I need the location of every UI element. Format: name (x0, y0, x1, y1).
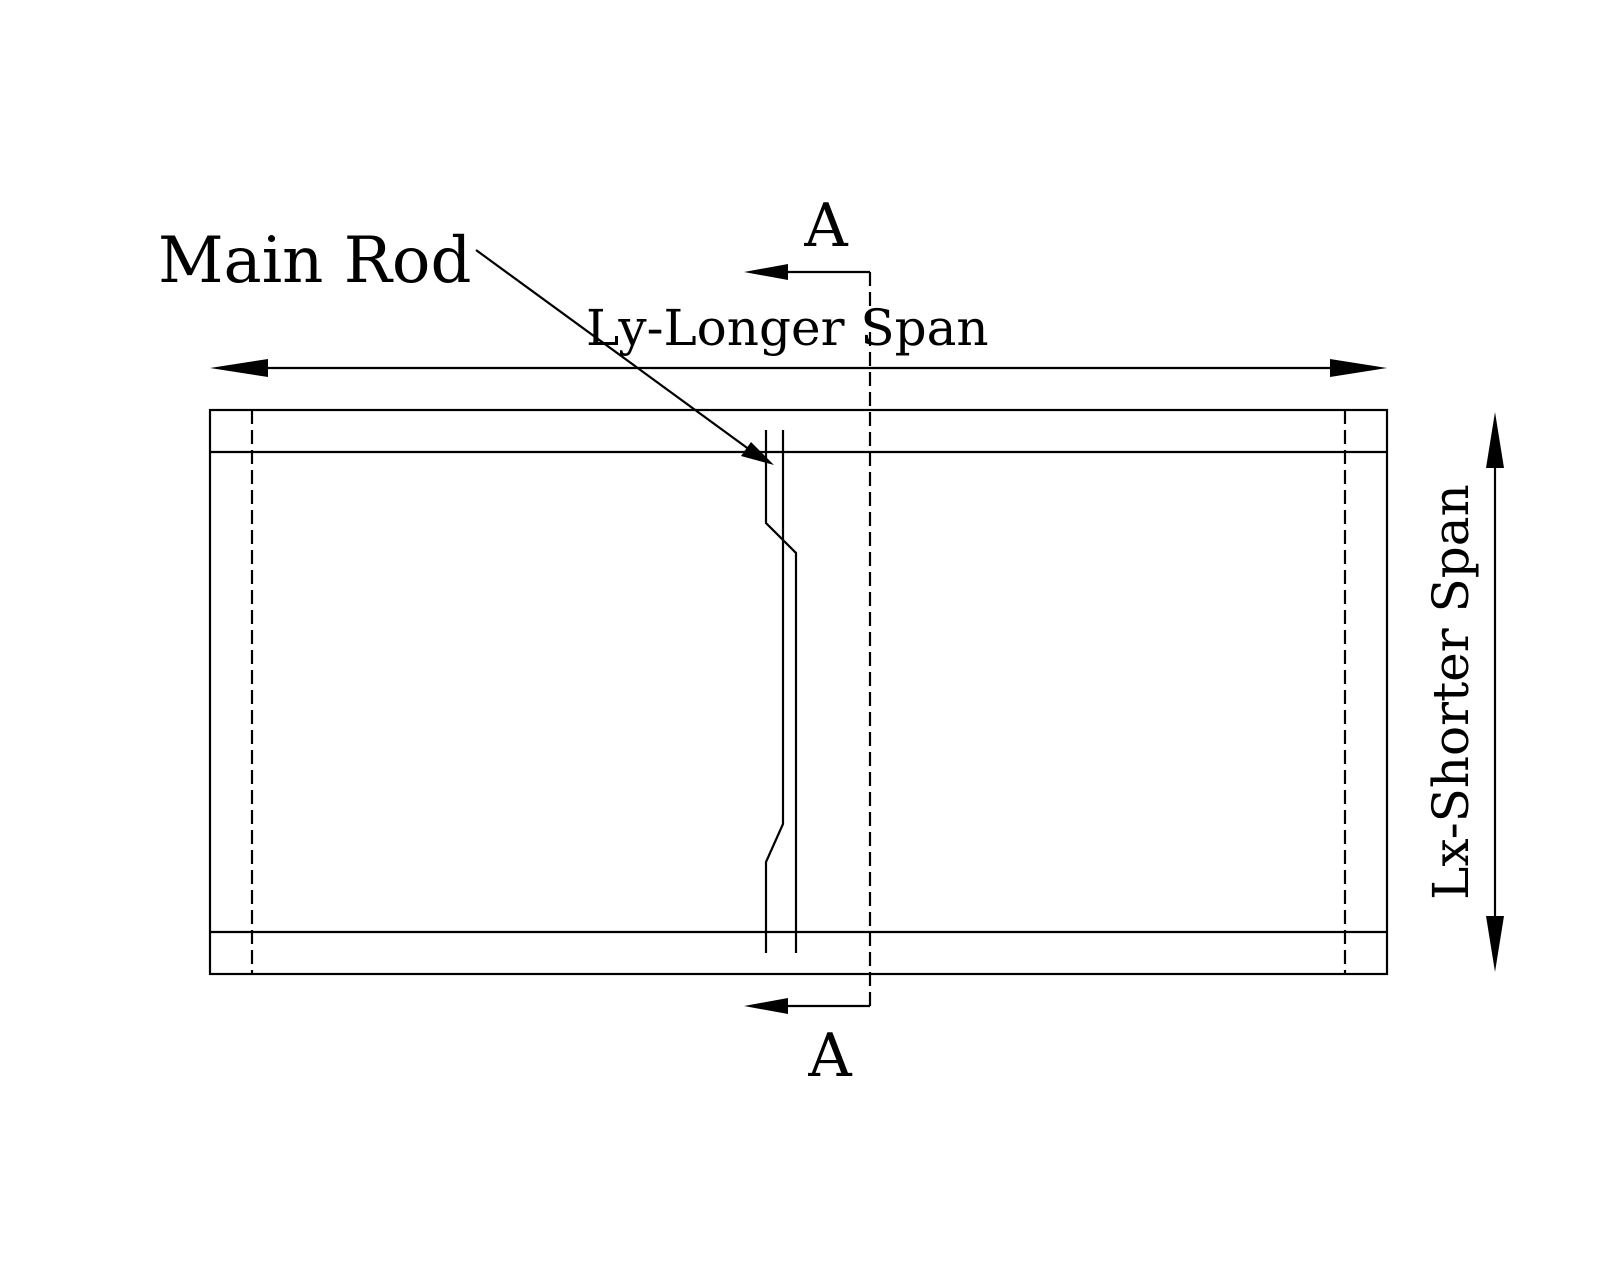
main-rod-leader-arrowhead (741, 442, 774, 465)
section-bottom-arrowhead (744, 998, 788, 1014)
section-label-top: A (803, 191, 848, 261)
section-top-arrowhead (744, 264, 788, 280)
main-rod-label: Main Rod (158, 224, 471, 298)
shorter-span-top-arrowhead (1486, 412, 1504, 468)
main-rod-bar-left (764, 430, 798, 953)
shorter-span-label: Lx-Shorter Span (1422, 484, 1480, 900)
longer-span-label: Ly-Longer Span (586, 299, 989, 357)
slab-outline (208, 408, 1389, 976)
shorter-span-bottom-arrowhead (1486, 916, 1504, 972)
main-rod-bar-right (764, 430, 785, 953)
longer-span-left-arrowhead (210, 359, 268, 377)
section-label-bottom: A (807, 1021, 852, 1091)
main-rod-leader-line (475, 249, 751, 451)
longer-span-right-arrowhead (1330, 359, 1387, 377)
